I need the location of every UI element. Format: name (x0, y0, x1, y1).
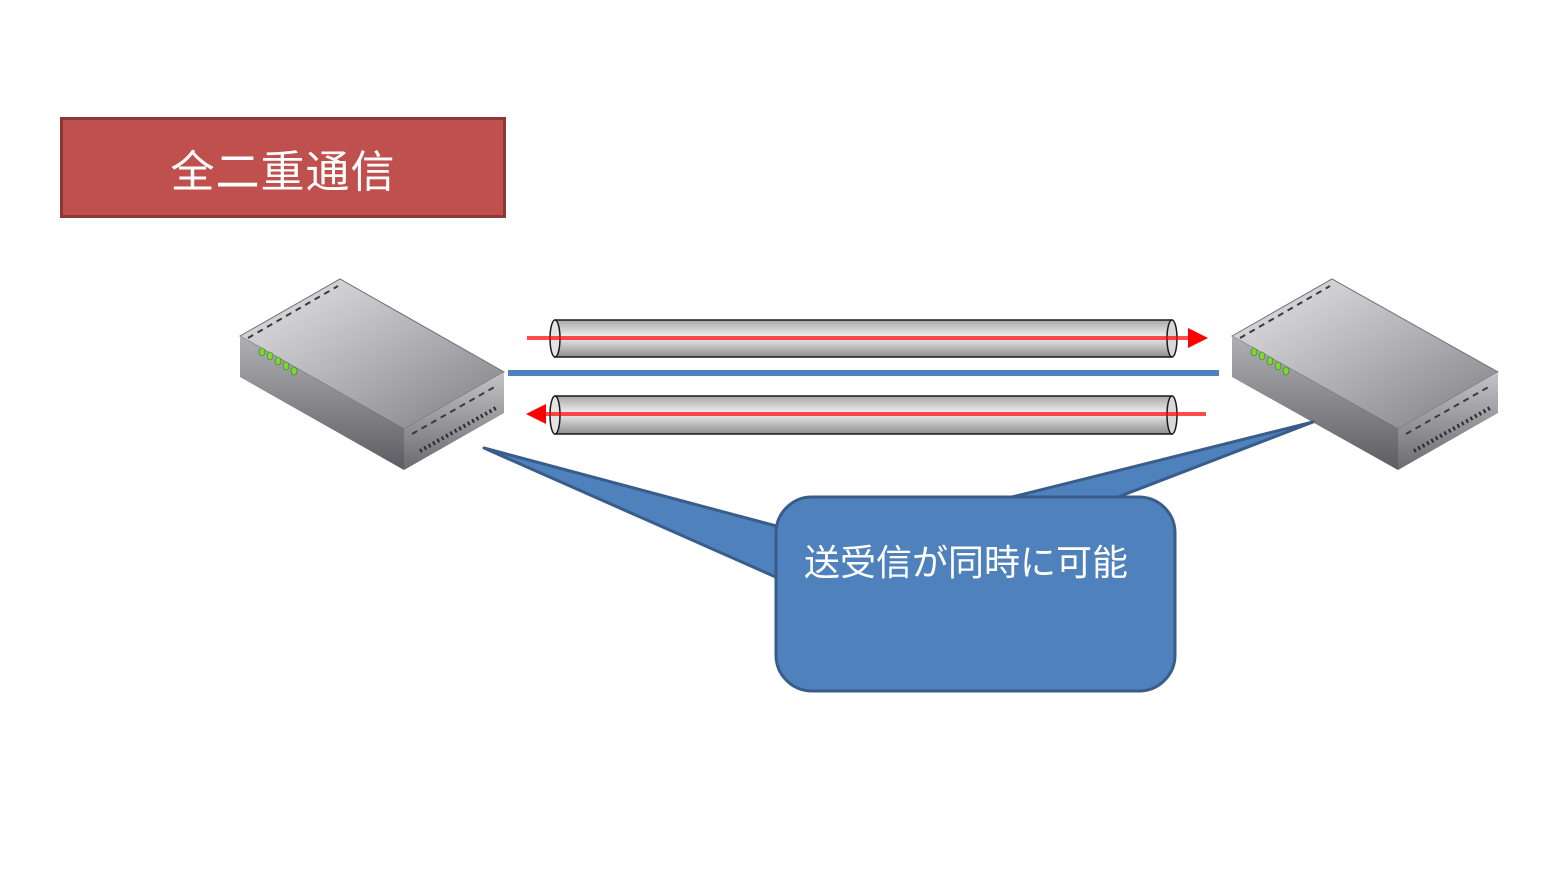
left-network-switch-icon (238, 278, 506, 470)
page-title: 全二重通信 (60, 117, 506, 218)
callout-bubble (482, 420, 1315, 693)
right-network-switch-icon (1230, 278, 1500, 470)
callout-text: 送受信が同時に可能 (804, 543, 1129, 584)
